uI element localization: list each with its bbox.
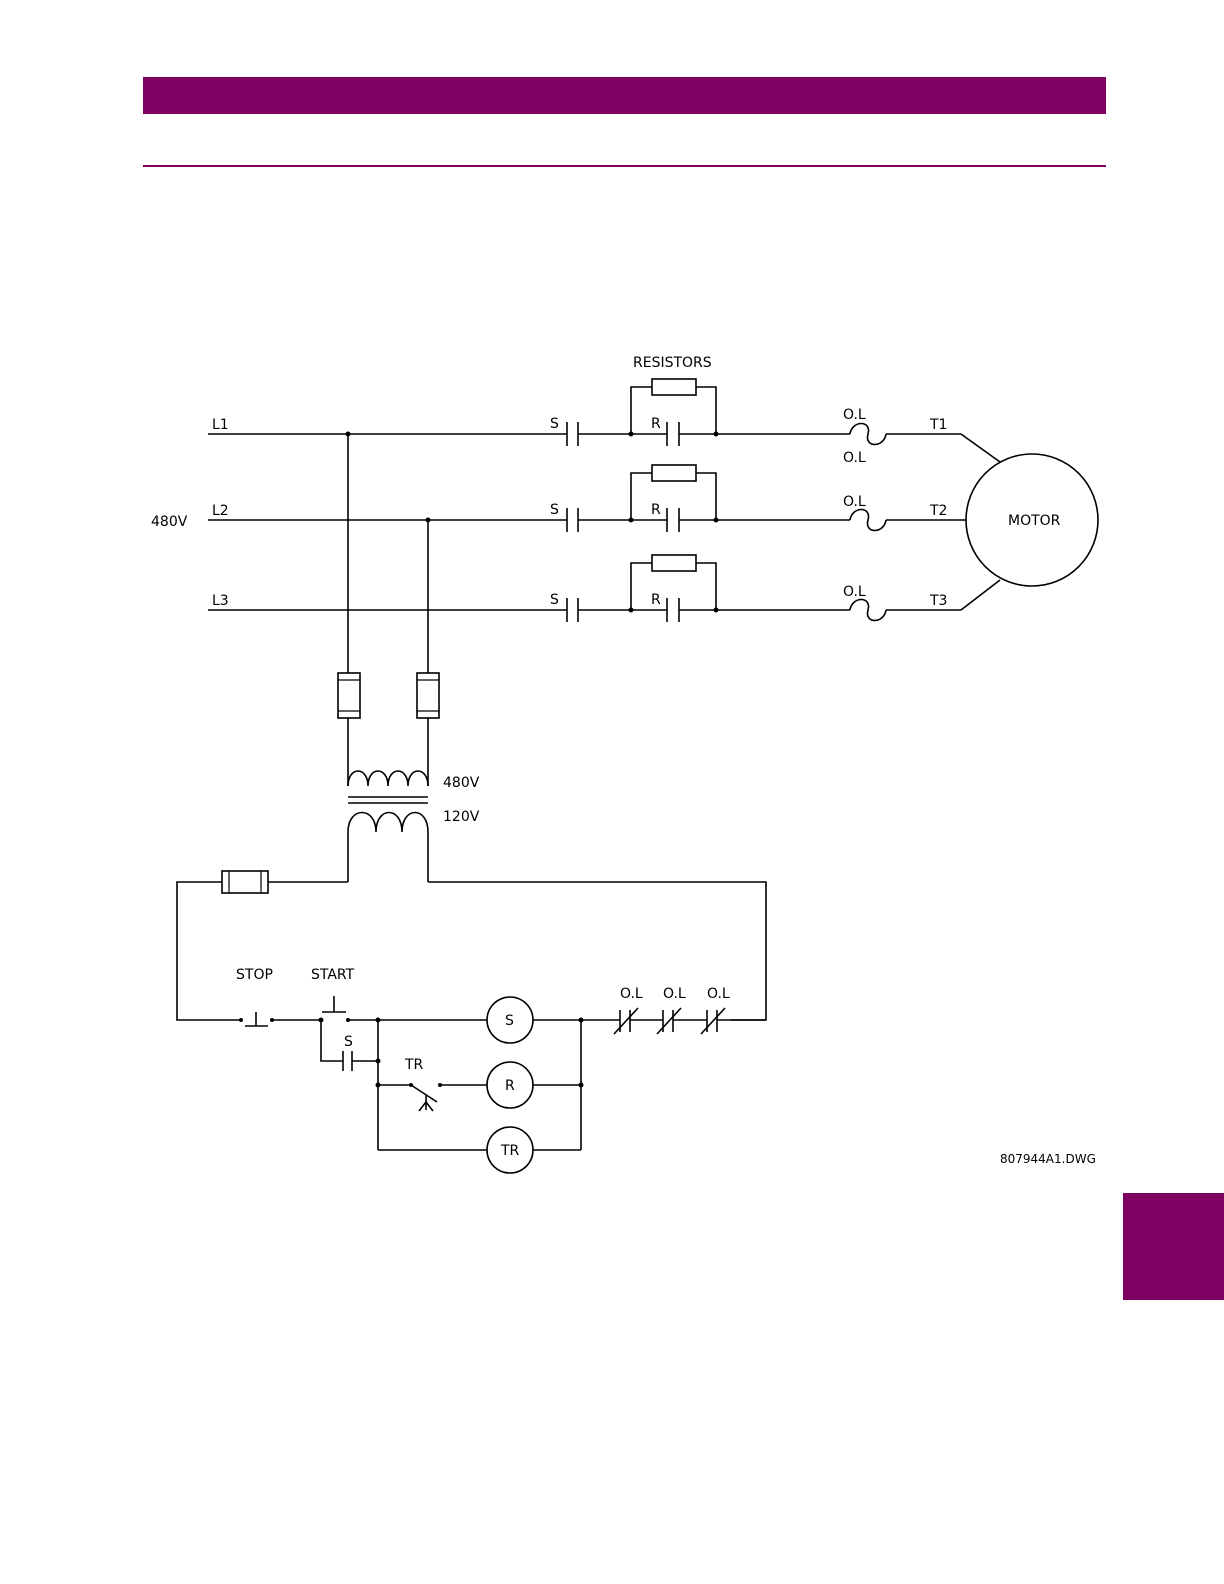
control-circuit <box>177 871 766 1173</box>
tr-contact-label: TR <box>404 1057 424 1073</box>
ol-heater-label-l1: O.L <box>843 407 866 423</box>
line-l2-label: L2 <box>212 503 229 519</box>
terminal-t3-label: T3 <box>929 593 947 609</box>
resistors-label: RESISTORS <box>633 355 712 371</box>
control-transformer <box>348 771 428 882</box>
start-label: START <box>311 967 355 983</box>
ol-contact-label-3: O.L <box>707 986 730 1002</box>
ol-contact-label-1: O.L <box>620 986 643 1002</box>
supply-voltage-label: 480V <box>151 514 188 530</box>
r-contact-label-l2: R <box>651 502 661 518</box>
terminal-t1-label: T1 <box>929 417 947 433</box>
secondary-voltage-label: 120V <box>443 809 480 825</box>
r-contact-label-l3: R <box>651 592 661 608</box>
line-l3-label: L3 <box>212 593 229 609</box>
s-contact-label-l1: S <box>550 416 559 432</box>
main-contactor-s <box>567 422 578 622</box>
s-coil-label: S <box>505 1013 514 1029</box>
drawing-number: 807944A1.DWG <box>1000 1152 1096 1166</box>
s-contact-label-l2: S <box>550 502 559 518</box>
primary-voltage-label: 480V <box>443 775 480 791</box>
s-contact-label-l3: S <box>550 592 559 608</box>
ol-heater-label-l3: O.L <box>843 584 866 600</box>
r-contact-label-l1: R <box>651 416 661 432</box>
ol-heater-label-l2: O.L <box>843 494 866 510</box>
r-coil-label: R <box>505 1078 515 1094</box>
resistors <box>631 379 716 610</box>
terminal-t2-label: T2 <box>929 503 947 519</box>
ol-contact-label-2: O.L <box>663 986 686 1002</box>
tr-coil-label: TR <box>500 1143 520 1159</box>
line-l1-label: L1 <box>212 417 229 433</box>
junction-dots <box>319 432 719 1088</box>
power-lines <box>208 434 1000 610</box>
resistor-bypass-contacts <box>667 422 679 622</box>
motor-label: MOTOR <box>1008 513 1061 529</box>
ol-heater-label-extra: O.L <box>843 450 866 466</box>
stop-label: STOP <box>236 967 273 983</box>
seal-in-s-label: S <box>344 1034 353 1050</box>
